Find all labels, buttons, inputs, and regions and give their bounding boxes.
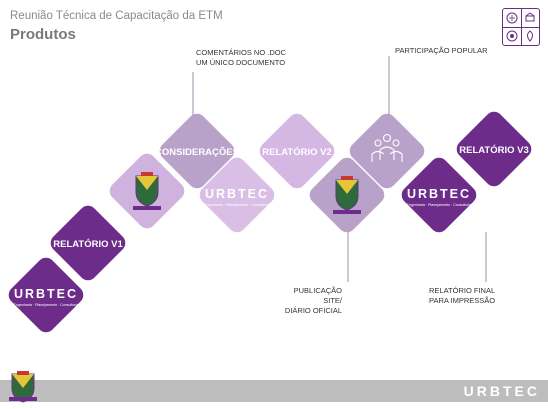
crest-icon bbox=[333, 176, 361, 214]
urbtec-tagline: Engenharia · Planejamento · Consultoria bbox=[14, 303, 79, 307]
note-line: DIÁRIO OFICIAL bbox=[284, 306, 342, 315]
footer-bar bbox=[0, 380, 548, 402]
tile-relatorio-v3: RELATÓRIO V3 bbox=[456, 111, 532, 187]
note-relatorio-final: RELATÓRIO FINAL PARA IMPRESSÃO bbox=[429, 286, 495, 306]
note-line: PUBLICAÇÃO SITE/ bbox=[293, 286, 342, 305]
urbtec-tagline: Engenharia · Planejamento · Consultoria bbox=[205, 203, 270, 207]
urbtec-logo: URBTEC bbox=[407, 187, 471, 201]
crest-icon bbox=[133, 172, 161, 210]
ods-icon-grid bbox=[502, 8, 540, 46]
tile-label: CONSIDERAÇÕES bbox=[155, 147, 239, 158]
urbtec-logo: URBTEC bbox=[205, 187, 269, 201]
note-line: RELATÓRIO FINAL bbox=[429, 286, 496, 295]
tile-relatorio-v2: RELATÓRIO V2 bbox=[259, 113, 335, 189]
tile-crest-2 bbox=[309, 157, 385, 233]
tile-relatorio-v1: RELATÓRIO V1 bbox=[50, 205, 126, 281]
tile-participacao bbox=[349, 113, 425, 189]
footer-crest-icon bbox=[8, 370, 38, 409]
tile-label: RELATÓRIO V1 bbox=[53, 238, 123, 250]
note-line: PARTICIPAÇÃO POPULAR bbox=[395, 46, 488, 55]
note-participacao: PARTICIPAÇÃO POPULAR bbox=[395, 46, 488, 56]
urbtec-logo: URBTEC bbox=[14, 287, 78, 301]
tile-label: RELATÓRIO V3 bbox=[459, 144, 529, 156]
ods-icon bbox=[503, 9, 521, 27]
note-comentarios: COMENTÁRIOS NO .DOC UM ÚNICO DOCUMENTO bbox=[196, 48, 286, 68]
people-icon bbox=[371, 133, 403, 162]
footer-urbtec-logo: URBTEC bbox=[463, 383, 540, 399]
tile-urbtec-2: URBTEC Engenharia · Planejamento · Consu… bbox=[199, 157, 275, 233]
tile-label: RELATÓRIO V2 bbox=[262, 146, 332, 158]
ods-icon bbox=[503, 27, 521, 45]
presentation-subtitle: Reunião Técnica de Capacitação da ETM bbox=[10, 10, 223, 22]
ods-icon bbox=[521, 27, 539, 45]
note-line: UM ÚNICO DOCUMENTO bbox=[196, 58, 286, 67]
note-line: PARA IMPRESSÃO bbox=[429, 296, 496, 305]
tile-crest-1 bbox=[109, 153, 185, 229]
tile-consideracoes: CONSIDERAÇÕES bbox=[155, 113, 239, 189]
note-publicacao: PUBLICAÇÃO SITE/ DIÁRIO OFICIAL bbox=[274, 286, 342, 316]
page-title: Produtos bbox=[10, 26, 76, 43]
urbtec-tagline: Engenharia · Planejamento · Consultoria bbox=[407, 203, 472, 207]
note-line: COMENTÁRIOS NO .DOC bbox=[196, 48, 287, 57]
tile-urbtec-1: URBTEC Engenharia · Planejamento · Consu… bbox=[8, 257, 84, 333]
ods-icon bbox=[521, 9, 539, 27]
tile-urbtec-3: URBTEC Engenharia · Planejamento · Consu… bbox=[401, 157, 477, 233]
